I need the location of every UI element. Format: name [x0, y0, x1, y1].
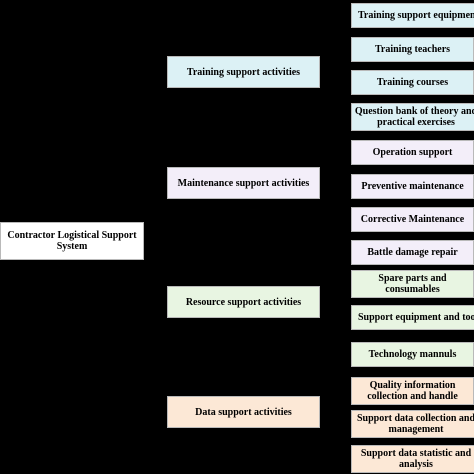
leaf-battle-damage-repair: Battle damage repair: [351, 240, 474, 265]
leaf-operation-support: Operation support: [351, 140, 474, 165]
leaf-question-bank: Question bank of theory and practical ex…: [351, 103, 474, 131]
leaf-spare-parts: Spare parts and consumables: [351, 270, 474, 298]
root-node: Contractor Logistical Support System: [0, 222, 144, 260]
category-training: Training support activities: [167, 56, 320, 88]
leaf-training-courses: Training courses: [351, 70, 474, 95]
leaf-support-data-statistic: Support data statistic and analysis: [351, 445, 474, 473]
leaf-support-data-collection: Support data collection and management: [351, 410, 474, 438]
leaf-training-support-equipment: Training support equipment: [351, 3, 474, 28]
leaf-quality-information: Quality information collection and handl…: [351, 377, 474, 405]
category-resource: Resource support activities: [167, 286, 320, 318]
leaf-corrective-maintenance: Corrective Maintenance: [351, 207, 474, 232]
leaf-support-equipment-tools: Support equipment and tools: [351, 305, 474, 330]
leaf-training-teachers: Training teachers: [351, 37, 474, 62]
category-maintenance: Maintenance support activities: [167, 167, 320, 199]
leaf-preventive-maintenance: Preventive maintenance: [351, 174, 474, 199]
category-data: Data support activities: [167, 396, 320, 428]
leaf-technology-mannuls: Technology mannuls: [351, 342, 474, 367]
